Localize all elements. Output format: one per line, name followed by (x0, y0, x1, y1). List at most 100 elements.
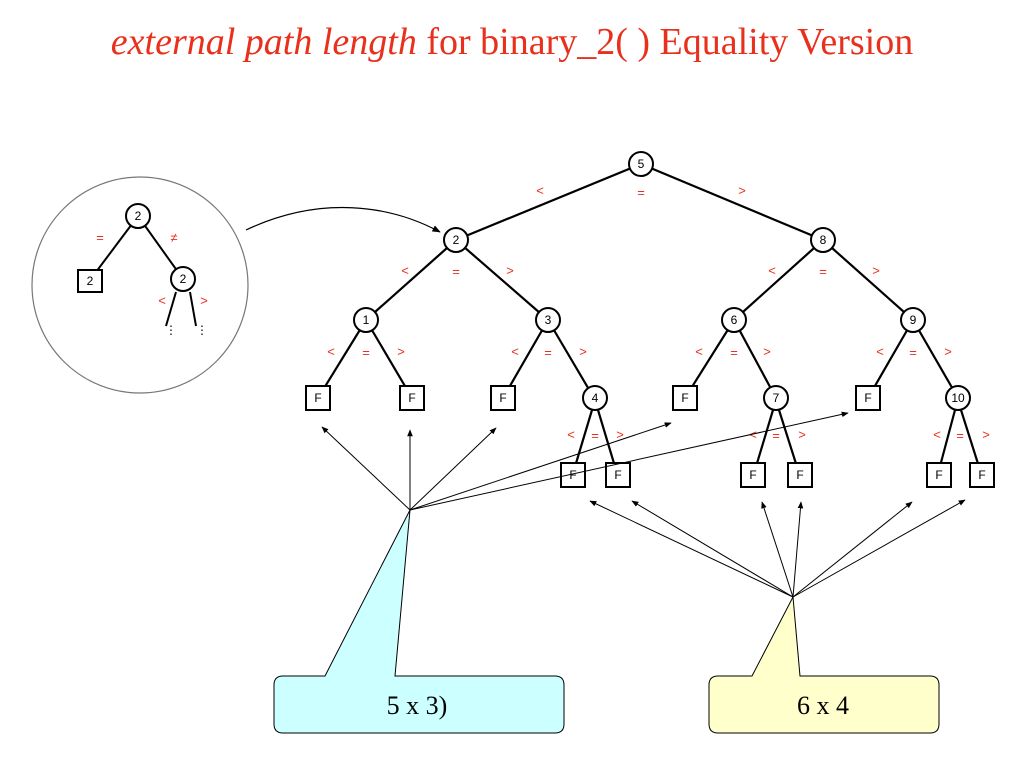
leaf-f1 (305, 385, 331, 411)
rel-4-eq: = (591, 428, 599, 443)
arrow-to-f10 (792, 501, 913, 598)
node-1-label: 1 (363, 313, 370, 327)
callout-left: 5 x 3) (273, 509, 565, 734)
arrows-depth-3 (321, 411, 849, 511)
slide-title: external path length for binary_2( ) Equ… (0, 20, 1024, 64)
node-3-label: 3 (545, 313, 552, 327)
rel-8-eq: = (819, 264, 827, 279)
node-9 (900, 307, 926, 333)
inset-child-node (170, 266, 196, 292)
edge-7-f8 (753, 409, 775, 471)
node-5 (628, 151, 654, 177)
leaf-f2-label: F (408, 391, 415, 405)
node-2 (443, 227, 469, 253)
title-italic: external path length (110, 21, 417, 63)
leaf-f11-label: F (978, 468, 985, 482)
inset-edge-down-left (165, 291, 177, 327)
rel-6-eq: = (730, 345, 738, 360)
node-10-label: 10 (951, 391, 965, 405)
rel-7-eq: = (772, 428, 780, 443)
rel-5-eq: = (637, 185, 645, 200)
rel-8-lt: < (768, 263, 776, 278)
rel-3-eq: = (544, 345, 552, 360)
leaf-f4-label: F (681, 391, 688, 405)
leaf-f6 (560, 462, 586, 488)
arrow-to-f11 (792, 499, 966, 598)
edge-10-f11 (959, 409, 982, 471)
arrow-to-f6 (589, 500, 794, 598)
arrow-to-f5 (409, 411, 849, 511)
rel-7-gt: > (798, 427, 806, 442)
inset-rel-lt: < (158, 293, 166, 308)
edge-8-6 (733, 239, 824, 321)
node-4-label: 4 (592, 391, 599, 405)
rel-10-lt: < (933, 427, 941, 442)
edge-10-f10 (937, 409, 957, 471)
callout-right-text: 6 x 4 (797, 691, 849, 720)
inset-root-label: 2 (135, 209, 142, 223)
arrows-depth-4 (589, 499, 966, 598)
node-7-label: 7 (773, 391, 780, 405)
internal-nodes: 5 2 8 1 3 6 9 4 7 10 (353, 151, 971, 411)
rel-5-lt: < (536, 183, 544, 198)
rel-10-eq: = (956, 428, 964, 443)
arrow-to-f9 (792, 501, 804, 598)
inset-rel-gt: > (200, 293, 208, 308)
callout-left-box (273, 509, 565, 734)
edge-8-9 (822, 239, 914, 321)
leaf-f4 (672, 385, 698, 411)
edge-9-10 (912, 319, 959, 399)
rel-6-gt: > (763, 344, 771, 359)
node-2-label: 2 (453, 233, 460, 247)
edge-5-8 (640, 162, 824, 242)
leaf-f10 (926, 462, 952, 488)
arrow-to-f4 (409, 422, 672, 511)
rel-2-gt: > (506, 263, 514, 278)
inset-circle (31, 176, 249, 394)
leaf-f2 (399, 385, 425, 411)
rel-6-lt: < (695, 344, 703, 359)
inset-leaf-label: 2 (87, 274, 94, 288)
node-10 (945, 385, 971, 411)
leaf-f3-label: F (499, 391, 506, 405)
edge-2-1 (365, 239, 457, 321)
callout-right: 6 x 4 (708, 595, 940, 734)
inset-ellipsis-left: ⋮ (165, 323, 177, 337)
rel-1-gt: > (397, 344, 405, 359)
leaf-f5-label: F (864, 391, 871, 405)
rel-2-eq: = (452, 264, 460, 279)
leaf-f6-label: F (569, 468, 576, 482)
inset-rel-eq: = (96, 230, 104, 245)
rel-10-gt: > (982, 427, 990, 442)
rel-9-lt: < (876, 344, 884, 359)
node-6-label: 6 (731, 313, 738, 327)
node-8 (810, 227, 836, 253)
rel-1-eq: = (362, 345, 370, 360)
rel-4-lt: < (567, 427, 575, 442)
rel-5-gt: > (738, 183, 746, 198)
leaf-f1-label: F (314, 391, 321, 405)
node-8-label: 8 (820, 233, 827, 247)
edge-3-4 (547, 319, 595, 399)
leaf-f7-label: F (614, 468, 621, 482)
node-5-label: 5 (638, 157, 645, 171)
leaf-f8-label: F (749, 468, 756, 482)
leaf-f9-label: F (796, 468, 803, 482)
arrow-to-f3 (409, 427, 497, 511)
callout-right-box (708, 595, 940, 734)
rel-3-lt: < (511, 344, 519, 359)
inset-magnifier: ⋮ ⋮ 2 2 2 = ≠ < > (31, 176, 249, 394)
rel-8-gt: > (872, 263, 880, 278)
node-9-label: 9 (910, 313, 917, 327)
leaf-f5 (855, 385, 881, 411)
leaf-f7 (605, 462, 631, 488)
inset-root-node (125, 203, 151, 229)
edge-4-f7 (596, 409, 618, 471)
rel-1-lt: < (327, 344, 335, 359)
leaf-f8 (740, 462, 766, 488)
node-3 (535, 307, 561, 333)
arrow-to-f1 (321, 426, 411, 511)
edge-5-2 (455, 162, 642, 242)
node-4 (582, 385, 608, 411)
